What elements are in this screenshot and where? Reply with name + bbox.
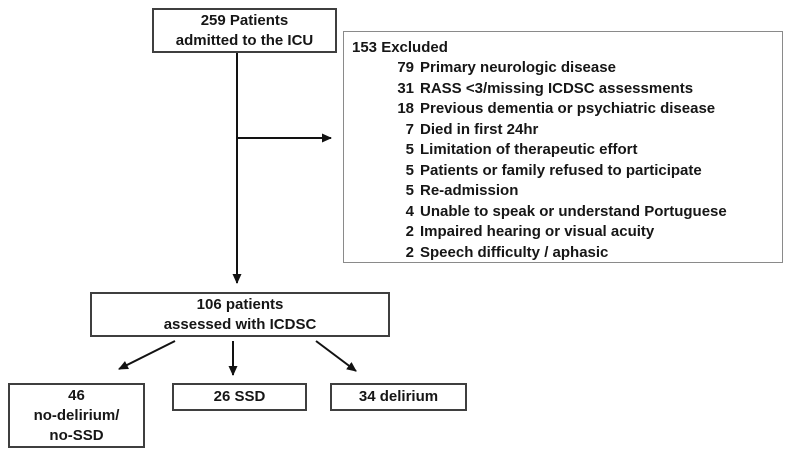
box-no-delirium-no-ssd: 46 no-delirium/ no-SSD — [8, 383, 145, 448]
excluded-item-count: 18 — [397, 100, 414, 117]
excluded-item-count: 5 — [405, 182, 414, 199]
excluded-item: 2 Speech difficulty / aphasic — [394, 243, 727, 264]
box-excluded: 153 Excluded 79 Primary neurologic disea… — [343, 31, 783, 263]
excluded-item: 18 Previous dementia or psychiatric dise… — [394, 99, 727, 120]
excluded-item: 5 Re-admission — [394, 181, 727, 202]
box-ssd: 26 SSD — [172, 383, 307, 411]
no-delirium-line2: no-delirium/ — [33, 406, 120, 424]
admitted-line2: admitted to the ICU — [175, 31, 314, 49]
excluded-item-label: Unable to speak or understand Portuguese — [420, 202, 727, 220]
excluded-item: 5 Patients or family refused to particip… — [394, 161, 727, 182]
excluded-item-label: Speech difficulty / aphasic — [420, 243, 609, 261]
excluded-item-count: 5 — [405, 141, 414, 158]
excluded-list: 79 Primary neurologic disease 31 RASS <3… — [394, 58, 727, 264]
no-delirium-line1: 46 — [68, 386, 85, 404]
no-delirium-line3: no-SSD — [49, 426, 104, 444]
excluded-item-label: Primary neurologic disease — [420, 59, 616, 76]
excluded-item-label: Patients or family refused to participat… — [420, 161, 702, 179]
excluded-item: 7 Died in first 24hr — [394, 120, 727, 141]
excluded-item-label: Impaired hearing or visual acuity — [420, 223, 655, 240]
excluded-item-count: 31 — [397, 79, 414, 97]
excluded-item-label: Previous dementia or psychiatric disease — [420, 100, 716, 117]
excluded-item-label: Limitation of therapeutic effort — [420, 141, 638, 158]
box-assessed-icdsc: 106 patients assessed with ICDSC — [90, 292, 390, 337]
excluded-item-label: Re-admission — [420, 182, 519, 199]
excluded-item-count: 2 — [405, 243, 414, 261]
excluded-item: 79 Primary neurologic disease — [394, 58, 727, 79]
excluded-title: 153 Excluded — [352, 39, 448, 56]
ssd-label: 26 SSD — [213, 388, 266, 405]
connector-assessed-to-no-delirium — [118, 340, 176, 370]
delirium-label: 34 delirium — [358, 388, 439, 405]
excluded-item: 2 Impaired hearing or visual acuity — [394, 222, 727, 243]
excluded-item: 4 Unable to speak or understand Portugue… — [394, 202, 727, 223]
excluded-item-label: RASS <3/missing ICDSC assessments — [420, 79, 694, 97]
excluded-item-label: Died in first 24hr — [420, 120, 539, 138]
excluded-item-count: 5 — [405, 161, 414, 179]
excluded-item: 5 Limitation of therapeutic effort — [394, 140, 727, 161]
excluded-item-count: 2 — [405, 223, 414, 240]
admitted-line1: 259 Patients — [200, 11, 289, 29]
assessed-line1: 106 patients — [196, 295, 284, 313]
assessed-line2: assessed with ICDSC — [163, 315, 317, 333]
connector-assessed-to-delirium — [315, 340, 357, 372]
excluded-item-count: 7 — [405, 120, 414, 138]
excluded-item-count: 79 — [397, 59, 414, 76]
excluded-item-count: 4 — [405, 202, 414, 220]
box-admitted-icu: 259 Patients admitted to the ICU — [152, 8, 337, 53]
box-delirium: 34 delirium — [330, 383, 467, 411]
excluded-item: 31 RASS <3/missing ICDSC assessments — [394, 79, 727, 100]
